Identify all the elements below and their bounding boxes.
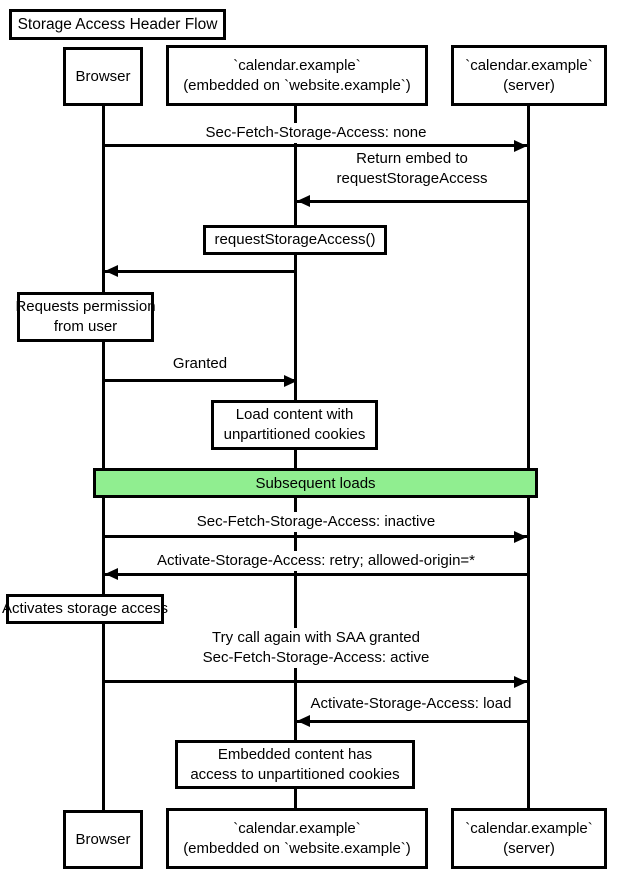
message-label-line: Try call again with SAA granted bbox=[212, 629, 420, 646]
message-label: Granted bbox=[169, 354, 231, 374]
participant-browser-top: Browser bbox=[63, 47, 143, 106]
arrowhead-left-icon bbox=[297, 195, 310, 207]
participant-embed-top: `calendar.example` (embedded on `website… bbox=[166, 45, 428, 106]
participant-label: (embedded on `website.example`) bbox=[183, 76, 411, 94]
participant-label: `calendar.example` bbox=[465, 819, 593, 837]
participant-server-top: `calendar.example` (server) bbox=[451, 45, 607, 106]
message-label: Activate-Storage-Access: load bbox=[307, 694, 515, 714]
message-arrow bbox=[104, 535, 528, 538]
participant-label: Browser bbox=[75, 830, 131, 848]
arrowhead-right-icon bbox=[514, 676, 527, 688]
note-line: Embedded content has bbox=[217, 745, 373, 763]
message-arrow bbox=[104, 680, 528, 683]
message-label-line: Sec-Fetch-Storage-Access: active bbox=[202, 649, 430, 666]
message-label-line: Return embed to bbox=[356, 150, 468, 167]
note-embedded-content: Embedded content has access to unpartiti… bbox=[175, 740, 415, 789]
divider-subsequent-loads: Subsequent loads bbox=[93, 468, 538, 498]
participant-label: `calendar.example` bbox=[465, 56, 593, 74]
note-line: from user bbox=[53, 318, 118, 335]
note-line: access to unpartitioned cookies bbox=[190, 765, 400, 783]
message-arrow bbox=[105, 270, 297, 273]
participant-label: (embedded on `website.example`) bbox=[183, 839, 411, 857]
arrowhead-left-icon bbox=[105, 265, 118, 277]
message-arrow bbox=[105, 573, 528, 576]
message-arrow bbox=[104, 379, 297, 382]
lifeline-server bbox=[527, 106, 530, 808]
note-requests-permission: Requests permission from user bbox=[15, 292, 156, 342]
diagram-title: Storage Access Header Flow bbox=[9, 9, 226, 40]
participant-label: `calendar.example` bbox=[233, 56, 361, 74]
participant-embed-bottom: `calendar.example` (embedded on `website… bbox=[166, 808, 428, 869]
note-activates-storage: Activates storage access bbox=[2, 594, 168, 624]
message-label: Sec-Fetch-Storage-Access: inactive bbox=[193, 512, 439, 532]
participant-label: `calendar.example` bbox=[233, 819, 361, 837]
note-line: unpartitioned cookies bbox=[223, 426, 366, 443]
message-label: Try call again with SAA granted Sec-Fetc… bbox=[199, 628, 433, 668]
note-line: Load content with bbox=[235, 406, 354, 423]
note-line: Requests permission bbox=[15, 298, 156, 315]
lifeline-embed bbox=[294, 106, 297, 808]
message-label: Sec-Fetch-Storage-Access: none bbox=[202, 123, 430, 143]
message-label: Return embed to requestStorageAccess bbox=[333, 149, 491, 189]
participant-server-bottom: `calendar.example` (server) bbox=[451, 808, 607, 869]
lifeline-browser bbox=[102, 106, 105, 810]
message-label-line: requestStorageAccess bbox=[336, 170, 488, 187]
participant-label: (server) bbox=[503, 839, 555, 857]
participant-browser-bottom: Browser bbox=[63, 810, 143, 869]
message-arrow bbox=[104, 144, 528, 147]
message-arrow bbox=[297, 720, 528, 723]
arrowhead-right-icon bbox=[514, 140, 527, 152]
participant-label: (server) bbox=[503, 76, 555, 94]
message-arrow bbox=[297, 200, 528, 203]
arrowhead-left-icon bbox=[105, 568, 118, 580]
message-label-boxed: requestStorageAccess() bbox=[203, 225, 387, 255]
note-load-content: Load content with unpartitioned cookies bbox=[211, 400, 378, 450]
participant-label: Browser bbox=[75, 67, 131, 85]
message-label: Activate-Storage-Access: retry; allowed-… bbox=[153, 551, 479, 571]
arrowhead-left-icon bbox=[297, 715, 310, 727]
arrowhead-right-icon bbox=[514, 531, 527, 543]
arrowhead-right-icon bbox=[284, 375, 297, 387]
